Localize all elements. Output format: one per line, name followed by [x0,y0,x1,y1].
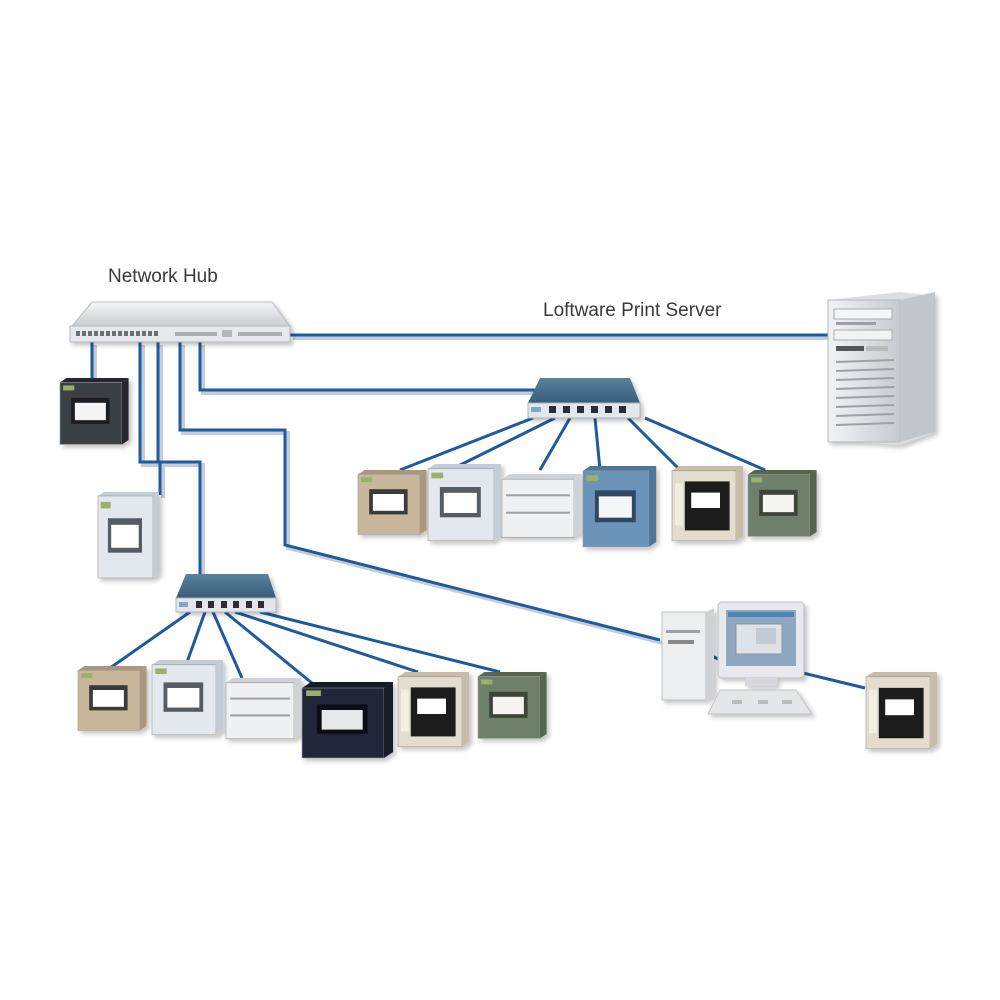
printer-pc-attached [865,672,938,750]
cable-hub-to-workstation [178,342,661,642]
printer-right-5 [671,466,744,542]
cable-group [90,333,866,690]
printer-left-4 [301,682,393,759]
printer-left-5 [397,672,470,748]
printers-layer [59,378,938,759]
printer-left-1 [77,666,147,731]
printer-dark-standalone [59,378,129,445]
switch-right [527,378,641,419]
network-hub-label: Network Hub [108,266,218,287]
printer-white-standalone [97,492,159,579]
switch-left [175,574,277,613]
network-hub [69,301,291,343]
printer-right-3 [501,474,582,538]
printer-left-3 [225,678,302,740]
cable-hub-to-white-printer [138,342,162,495]
printer-left-6 [477,672,547,739]
printer-left-2 [151,660,224,736]
workstation-pc [661,601,813,715]
printer-right-2 [427,464,502,542]
print-server-label: Loftware Print Server [543,300,722,321]
cable-hub-to-left-switch [156,342,202,580]
print-server-tower [827,292,935,445]
cable-hub-to-right-switch [198,342,540,392]
printer-right-4 [582,466,657,548]
printer-right-1 [357,470,427,535]
printer-right-6 [747,470,817,537]
